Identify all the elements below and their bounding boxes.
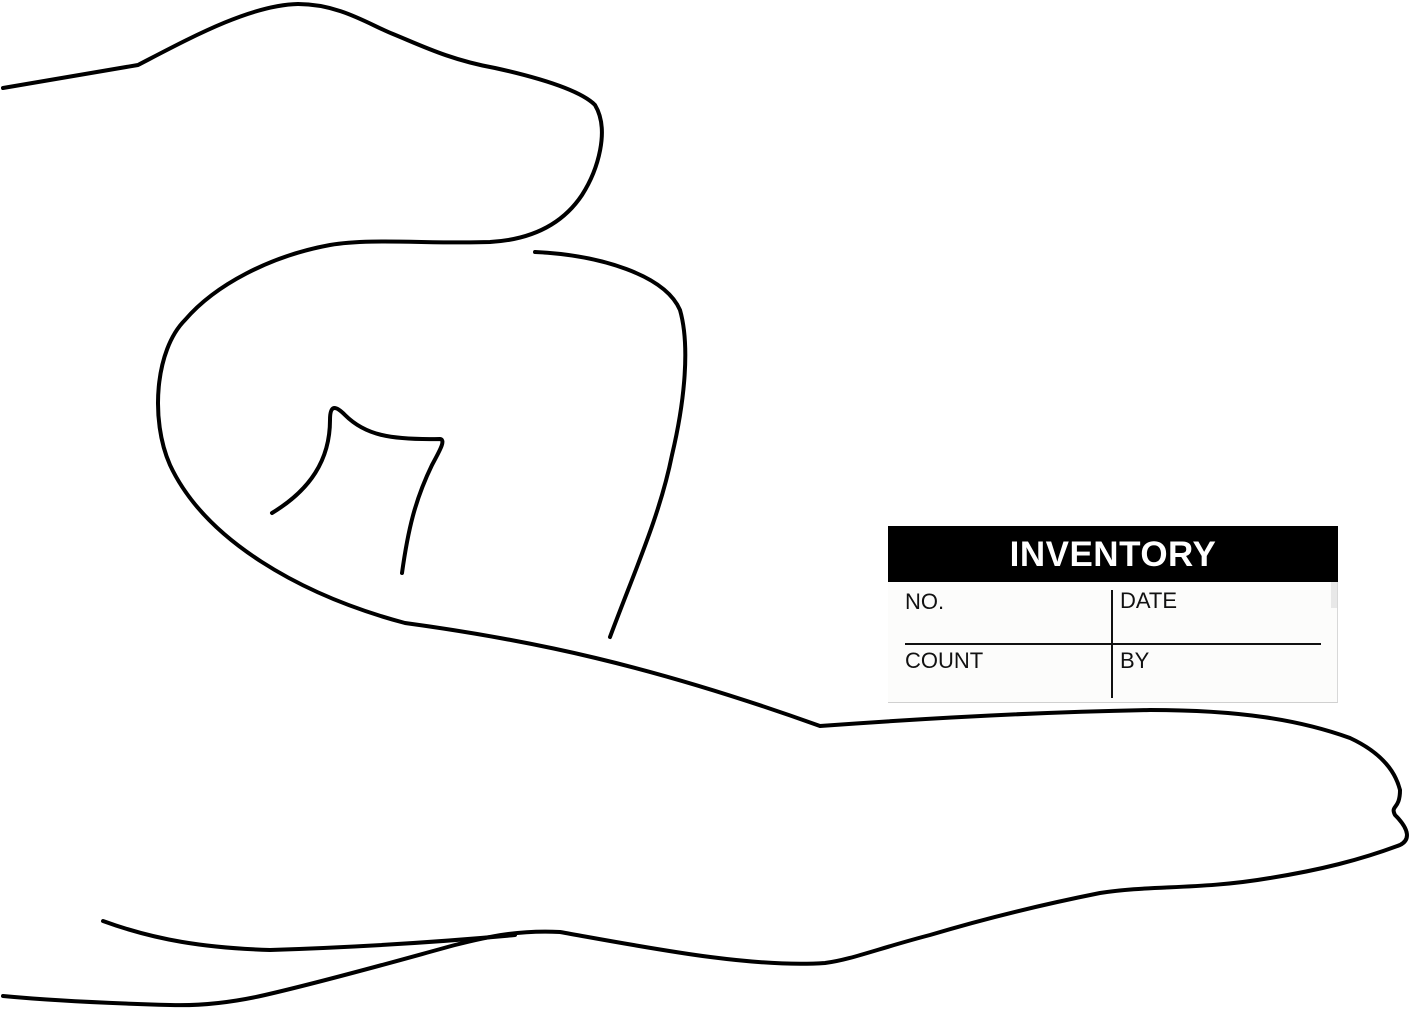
palm-crease (101, 919, 517, 952)
label-edge-shadow (1331, 582, 1337, 608)
inventory-label: INVENTORY NO. DATE COUNT BY (888, 526, 1338, 703)
field-count-label: COUNT (905, 648, 984, 673)
thumb-outline (270, 406, 445, 575)
field-date-label: DATE (1120, 588, 1178, 613)
label-title: INVENTORY (888, 526, 1338, 582)
field-by-label: BY (1120, 648, 1150, 673)
label-vertical-divider (1111, 590, 1113, 698)
label-horizontal-divider (905, 643, 1321, 645)
field-no-label: NO. (905, 589, 945, 614)
finger-inner-curve (533, 250, 688, 639)
